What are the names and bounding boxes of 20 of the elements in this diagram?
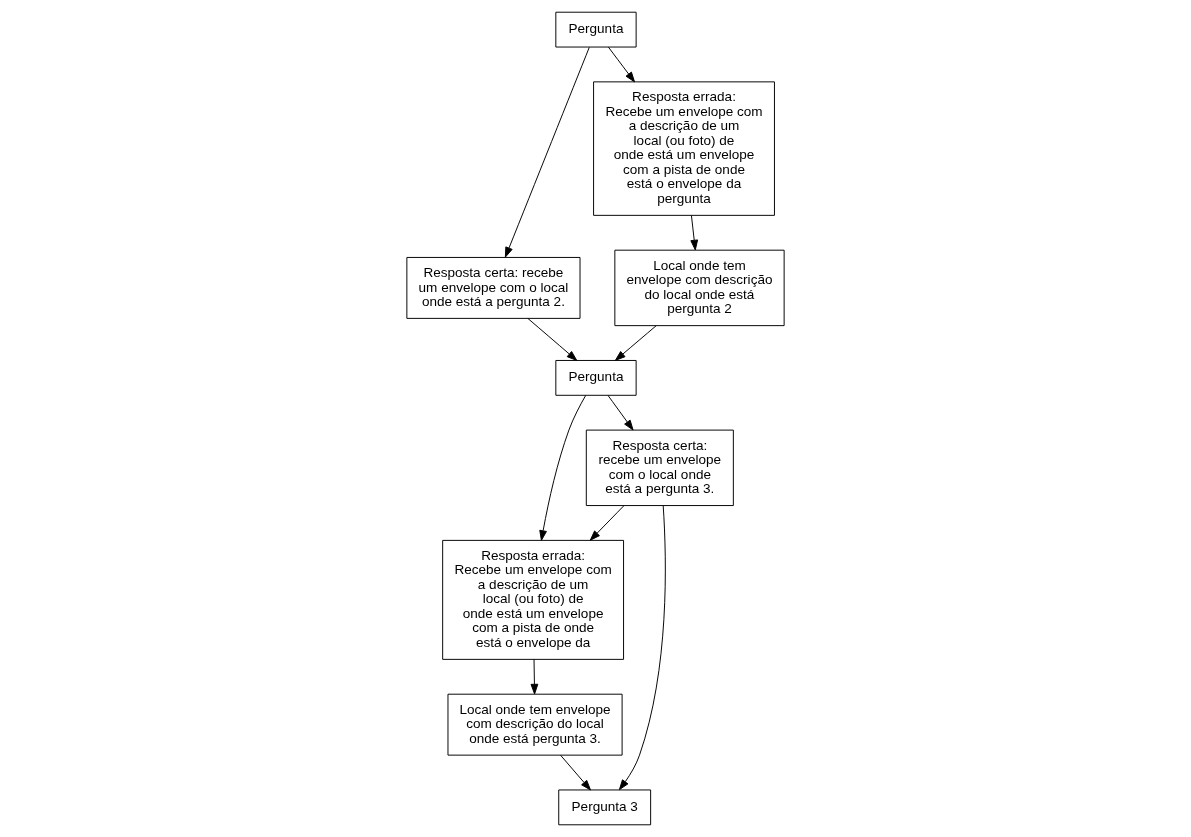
node-box: Local onde tem envelope com descrição do local onde está pergunta 2 [614,249,785,327]
arrow [530,658,539,695]
arrow [589,505,625,541]
arrow [527,317,578,361]
arrow [614,325,657,361]
arrow [618,505,666,791]
node-box: Resposta certa: recebe um envelope com o local onde está a pergunta 2. [406,256,581,319]
node-box: Resposta errada: Recebe um envelope com a descrição de um local (ou foto) de onde está um envelope com a pista de onde está o envelope da pergunta [593,81,775,216]
node-box: Pergunta [555,11,637,48]
arrow [690,214,699,251]
arrow [539,394,587,541]
node-box: Resposta certa: recebe um envelope com o local onde está a pergunta 3. [585,429,734,507]
arrow [560,754,591,791]
node-box: Resposta errada: Recebe um envelope com a descrição de um local (ou foto) de onde está um envelope com a pista de onde está o envelope da [442,539,625,660]
node-box: Pergunta [555,359,637,396]
arrow [607,46,636,83]
node-box: Pergunta 3 [558,789,652,826]
arrow [504,46,590,258]
arrow [607,394,634,431]
node-box: Local onde tem envelope com descrição do local onde está pergunta 3. [447,693,623,756]
